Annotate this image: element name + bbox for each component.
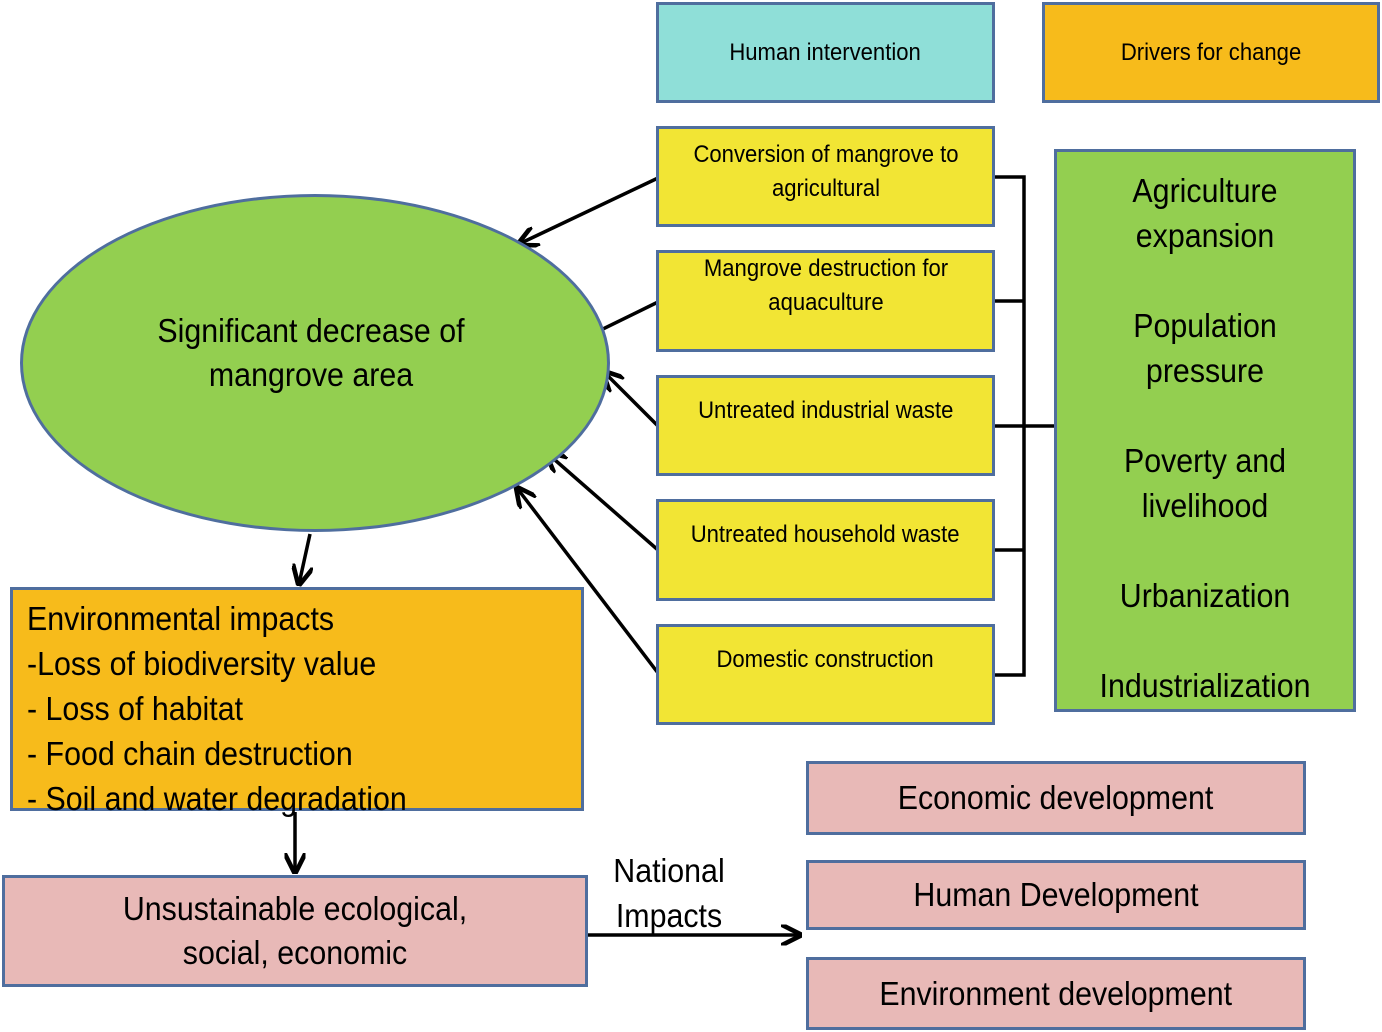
intervention-household-waste: Untreated household waste bbox=[656, 499, 995, 601]
environment-development-label: Environment development bbox=[879, 974, 1233, 1012]
arrow-industrial bbox=[604, 372, 660, 428]
drivers-for-change-label: Drivers for change bbox=[1120, 38, 1302, 66]
bracket-connector bbox=[994, 175, 1054, 677]
driver-agriculture-expansion: Agriculture expansion bbox=[1132, 172, 1278, 254]
national-impacts-label: National Impacts bbox=[613, 852, 725, 934]
impact-item: - Loss of habitat bbox=[27, 690, 244, 727]
drivers-panel: Agriculture expansion Population pressur… bbox=[1054, 149, 1356, 712]
driver-urbanization: Urbanization bbox=[1119, 577, 1291, 614]
impact-item: - Food chain destruction bbox=[27, 735, 353, 772]
unsustainable-box: Unsustainable ecological, social, econom… bbox=[2, 875, 588, 987]
driver-poverty-livelihood: Poverty and livelihood bbox=[1123, 442, 1287, 524]
arrow-ellipse-to-impacts bbox=[299, 533, 310, 584]
economic-development-label: Economic development bbox=[898, 779, 1214, 816]
unsustainable-label: Unsustainable ecological, social, econom… bbox=[122, 890, 468, 971]
intervention-label: Mangrove destruction for aquaculture bbox=[703, 255, 948, 316]
drivers-for-change-header: Drivers for change bbox=[1042, 2, 1380, 103]
economic-development-box: Economic development bbox=[806, 761, 1306, 835]
intervention-label: Untreated household waste bbox=[691, 521, 960, 548]
human-intervention-label: Human intervention bbox=[729, 38, 922, 66]
intervention-label: Conversion of mangrove to agricultural bbox=[692, 140, 959, 202]
intervention-industrial-waste: Untreated industrial waste bbox=[656, 375, 995, 476]
intervention-domestic-construction: Domestic construction bbox=[656, 624, 995, 725]
intervention-conversion: Conversion of mangrove to agricultural bbox=[656, 126, 995, 227]
arrow-household bbox=[547, 453, 660, 552]
intervention-label: Domestic construction bbox=[716, 645, 935, 673]
arrow-construction bbox=[517, 488, 660, 675]
environment-development-box: Environment development bbox=[806, 957, 1306, 1030]
arrow-conversion bbox=[519, 176, 659, 244]
human-development-box: Human Development bbox=[806, 860, 1306, 930]
central-label: Significant decrease of mangrove area bbox=[157, 312, 465, 393]
driver-population-pressure: Population pressure bbox=[1133, 307, 1277, 389]
intervention-aquaculture: Mangrove destruction for aquaculture bbox=[656, 250, 995, 352]
driver-industrialization: Industrialization bbox=[1099, 667, 1311, 704]
intervention-label: Untreated industrial waste bbox=[697, 396, 954, 424]
environmental-impacts-title: Environmental impacts bbox=[27, 600, 335, 637]
impact-item: - Soil and water degradation bbox=[27, 780, 407, 817]
impact-item: -Loss of biodiversity value bbox=[27, 645, 377, 682]
human-intervention-header: Human intervention bbox=[656, 2, 995, 103]
human-development-label: Human Development bbox=[913, 876, 1199, 913]
central-ellipse: Significant decrease of mangrove area bbox=[20, 194, 610, 532]
environmental-impacts-box: Environmental impacts -Loss of biodivers… bbox=[10, 587, 584, 817]
